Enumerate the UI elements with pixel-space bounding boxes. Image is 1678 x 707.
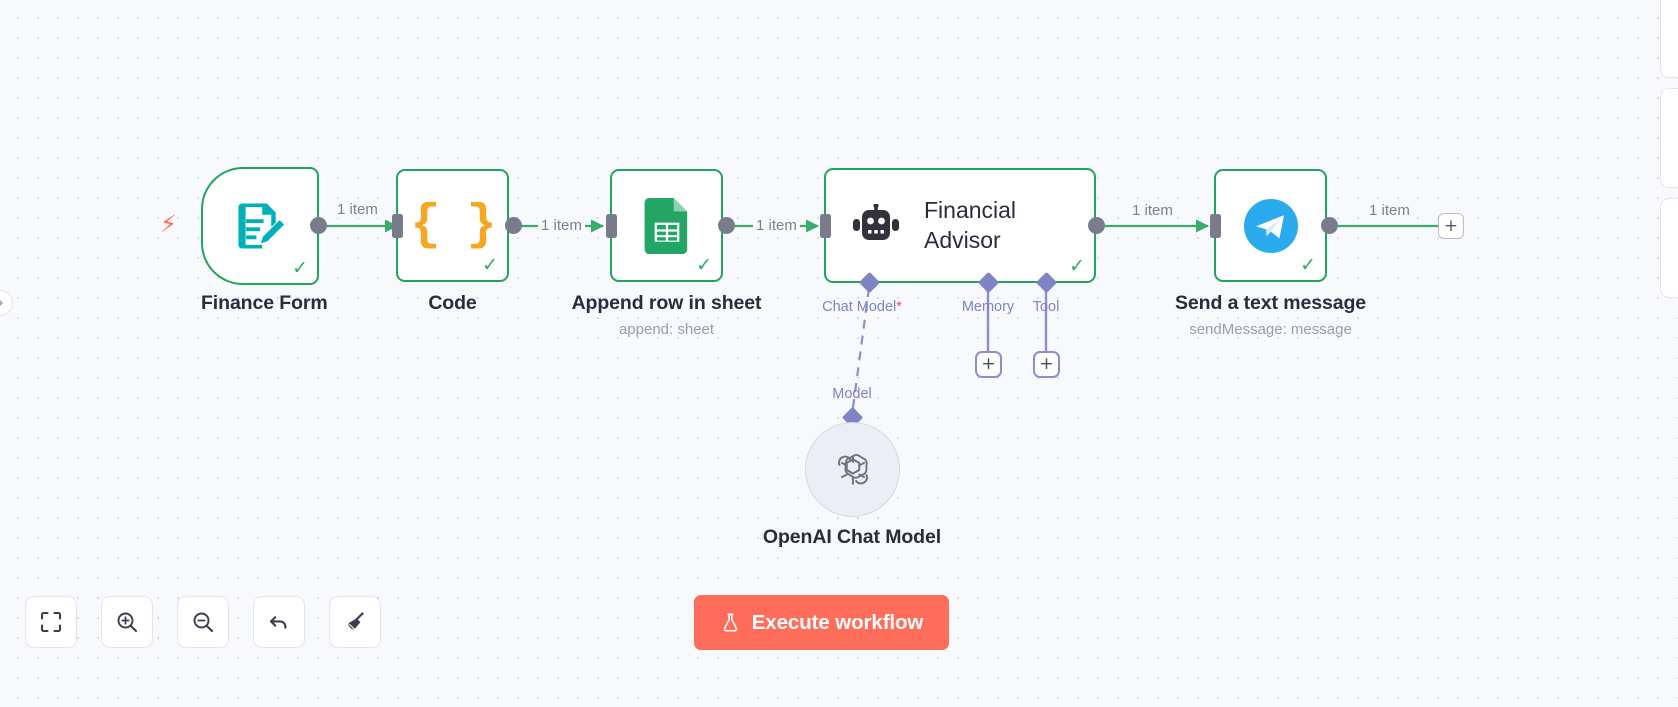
flask-icon bbox=[723, 613, 737, 632]
edge-label-4: 1 item bbox=[1129, 202, 1176, 219]
execute-workflow-label: Execute workflow bbox=[751, 610, 924, 634]
node-title-code: Code bbox=[428, 292, 477, 314]
edge-label-5: 1 item bbox=[1366, 202, 1413, 219]
node-append-row-in-sheet[interactable]: ✓ bbox=[610, 169, 723, 282]
output-port-code[interactable] bbox=[505, 217, 522, 234]
fit-to-view-icon bbox=[40, 611, 62, 633]
output-port-finance-form[interactable] bbox=[310, 217, 327, 234]
chevron-right-icon bbox=[0, 300, 3, 306]
node-send-a-text-message[interactable]: ✓ bbox=[1214, 169, 1327, 282]
node-finance-form[interactable]: ✓ bbox=[201, 167, 319, 285]
curly-braces-icon: { } bbox=[410, 197, 496, 254]
edge-label-2: 1 item bbox=[538, 217, 585, 234]
zoom-in-icon bbox=[117, 612, 138, 633]
right-panel-top[interactable] bbox=[1660, 0, 1678, 78]
sub-label-memory: Memory bbox=[961, 299, 1015, 315]
right-panel-middle[interactable] bbox=[1660, 88, 1678, 188]
add-tool-button[interactable]: + bbox=[1033, 351, 1060, 378]
input-port-append-row-in-sheet[interactable] bbox=[606, 214, 617, 238]
add-memory-button[interactable]: + bbox=[975, 351, 1002, 378]
zoom-in-button[interactable] bbox=[101, 596, 153, 648]
undo-arrow-icon bbox=[269, 616, 287, 629]
output-port-append-row-in-sheet[interactable] bbox=[718, 217, 735, 234]
output-port-send-a-text-message[interactable] bbox=[1321, 217, 1338, 234]
node-status-check: ✓ bbox=[1300, 254, 1316, 276]
node-title-finance-form: Finance Form bbox=[201, 292, 328, 314]
node-title-financial-advisor: Financial Advisor bbox=[924, 197, 1017, 253]
node-status-check: ✓ bbox=[482, 254, 498, 276]
output-port-financial-advisor[interactable] bbox=[1088, 217, 1105, 234]
node-financial-advisor[interactable]: Financial Advisor ✓ bbox=[824, 168, 1096, 283]
edge-label-1: 1 item bbox=[334, 201, 381, 218]
sidebar-collapse-handle[interactable] bbox=[0, 290, 13, 316]
lightning-bolt-icon: ⚡ bbox=[160, 210, 177, 238]
required-asterisk: * bbox=[896, 299, 902, 315]
broom-icon bbox=[348, 612, 364, 630]
node-subtitle-append-row-in-sheet: append: sheet bbox=[618, 321, 715, 338]
node-title-append-row-in-sheet: Append row in sheet bbox=[571, 292, 762, 314]
node-openai-chat-model[interactable] bbox=[805, 422, 900, 517]
execute-workflow-button[interactable]: Execute workflow bbox=[694, 595, 949, 650]
edge-label-3: 1 item bbox=[753, 217, 800, 234]
robot-icon bbox=[853, 203, 899, 240]
input-port-code[interactable] bbox=[392, 214, 403, 238]
node-title-openai-chat-model: OpenAI Chat Model bbox=[762, 526, 942, 548]
add-node-button[interactable]: + bbox=[1438, 213, 1464, 239]
input-port-financial-advisor[interactable] bbox=[820, 214, 831, 238]
node-subtitle-send-a-text-message: sendMessage: message bbox=[1189, 321, 1352, 338]
node-status-check: ✓ bbox=[292, 257, 308, 279]
right-panel-bottom[interactable] bbox=[1660, 198, 1678, 298]
fit-to-view-button[interactable] bbox=[25, 596, 77, 648]
node-title-send-a-text-message: Send a text message bbox=[1174, 292, 1367, 314]
zoom-out-icon bbox=[193, 612, 214, 633]
sub-label-chat-model-text: Chat Model bbox=[822, 299, 897, 315]
node-status-check: ✓ bbox=[1069, 255, 1085, 277]
form-edit-icon bbox=[238, 203, 285, 249]
zoom-out-button[interactable] bbox=[177, 596, 229, 648]
input-port-send-a-text-message[interactable] bbox=[1210, 214, 1221, 238]
sub-label-tool: Tool bbox=[1032, 299, 1060, 315]
sub-connection-label-model: Model bbox=[832, 386, 872, 402]
node-status-check: ✓ bbox=[696, 254, 712, 276]
google-sheets-icon bbox=[644, 197, 687, 254]
node-code[interactable]: { } ✓ bbox=[396, 169, 509, 282]
reset-zoom-button[interactable] bbox=[253, 596, 305, 648]
openai-icon bbox=[837, 453, 868, 484]
telegram-icon bbox=[1243, 198, 1298, 253]
tidy-up-button[interactable] bbox=[329, 596, 381, 648]
sub-label-chat-model: Chat Model* bbox=[792, 299, 932, 315]
